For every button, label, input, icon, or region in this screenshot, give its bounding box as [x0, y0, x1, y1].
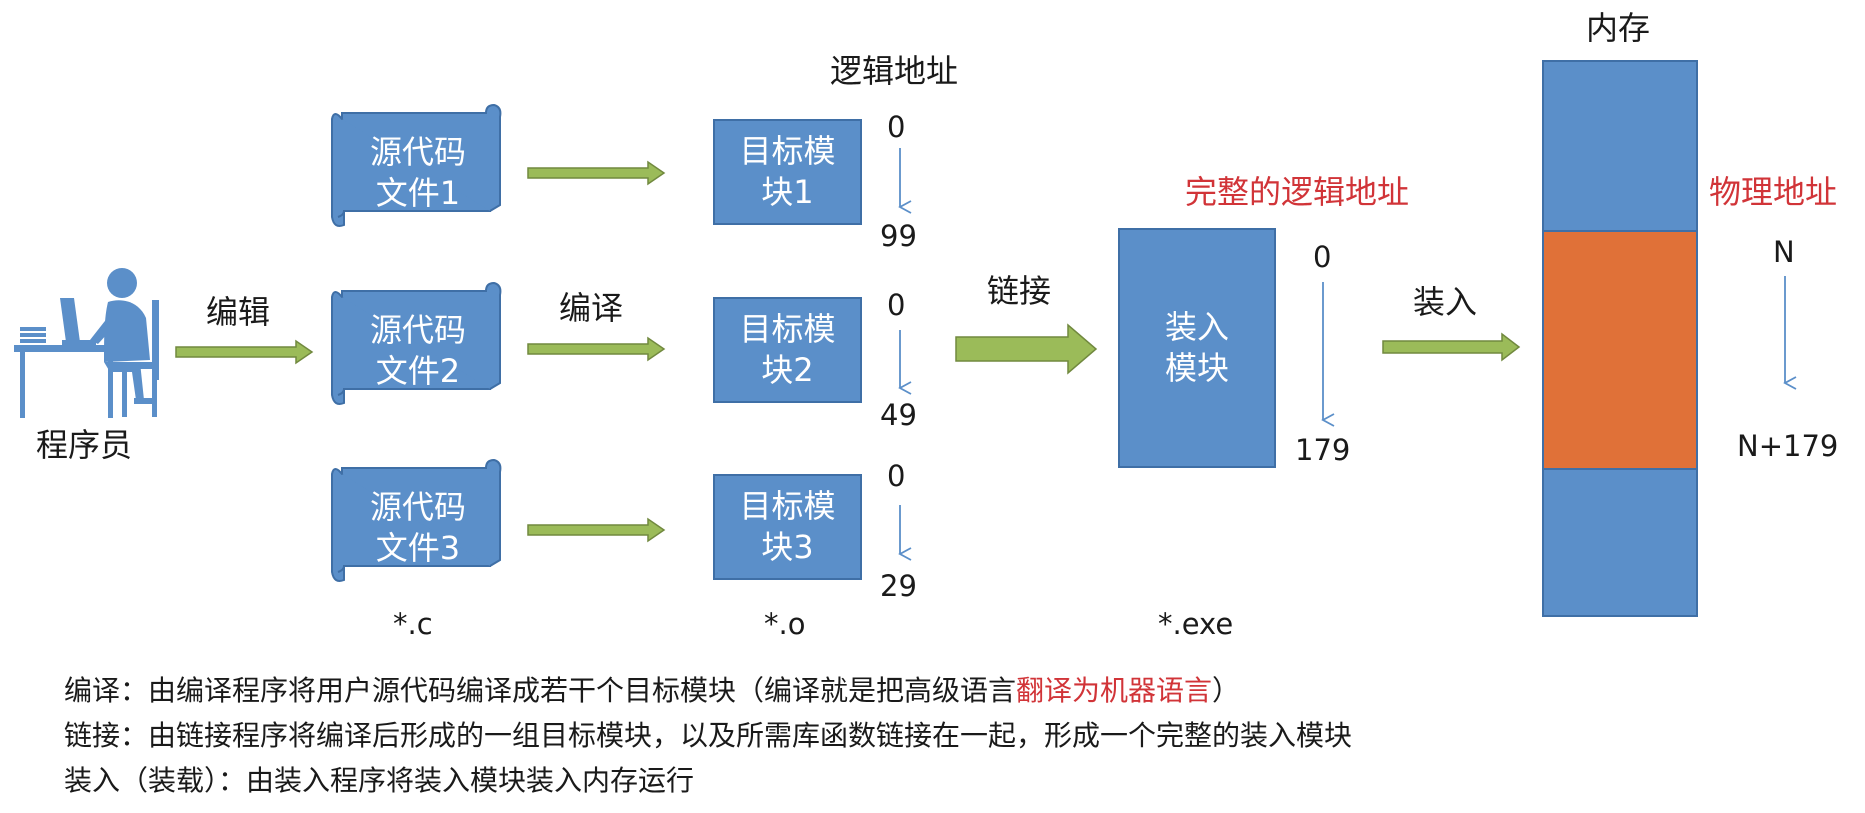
- module-3-start-address: 0: [887, 459, 906, 493]
- link-step-label: 链接: [987, 272, 1052, 310]
- object-module-boxes: [713, 119, 862, 580]
- module-3-end-address: 29: [880, 569, 917, 603]
- module-1-start-address: 0: [887, 110, 906, 144]
- module-1-end-address: 99: [880, 219, 917, 253]
- load-module-end-address: 179: [1295, 433, 1351, 467]
- process-arrows: [175, 160, 1521, 543]
- memory-column: [1542, 60, 1698, 617]
- memory-top-segment: [1542, 60, 1698, 232]
- link-arrow: [955, 323, 1098, 375]
- object-module-box-1: [713, 119, 862, 225]
- source-extension-label: *.c: [393, 607, 433, 641]
- memory-loaded-segment: [1542, 230, 1698, 470]
- load-arrow: [1382, 332, 1521, 362]
- source-file-scroll-3: [331, 458, 502, 582]
- address-range-arrows: [898, 148, 1797, 561]
- physical-end-address: N+179: [1737, 429, 1839, 463]
- compile-step-label: 编译: [559, 289, 624, 327]
- exe-extension-label: *.exe: [1158, 607, 1234, 641]
- physical-address-title: 物理地址: [1709, 173, 1838, 211]
- source-file-scroll-2: [331, 281, 502, 405]
- edit-arrow: [175, 339, 314, 365]
- explanation-notes: 编译：由编译程序将用户源代码编译成若干个目标模块（编译就是把高级语言翻译为机器语…: [64, 668, 1854, 803]
- compile-arrow-1: [527, 160, 666, 186]
- source-file-scroll-1: [331, 103, 502, 227]
- object-module-box-3: [713, 474, 862, 580]
- compile-explanation: 编译：由编译程序将用户源代码编译成若干个目标模块（编译就是把高级语言翻译为机器语…: [64, 674, 1241, 707]
- load-step-label: 装入: [1413, 283, 1478, 321]
- memory-title: 内存: [1586, 9, 1651, 47]
- load-module-box: [1118, 228, 1276, 468]
- load-explanation: 装入（装载）：由装入程序将装入模块装入内存运行: [64, 764, 695, 797]
- physical-start-address: N: [1773, 235, 1795, 269]
- memory-bottom-segment: [1542, 468, 1698, 617]
- source-file-scrolls: [331, 103, 502, 582]
- link-explanation: 链接：由链接程序将编译后形成的一组目标模块，以及所需库函数链接在一起，形成一个完…: [64, 719, 1353, 752]
- logical-address-header: 逻辑地址: [830, 52, 959, 90]
- compile-arrow-3: [527, 517, 666, 543]
- compile-arrow-2: [527, 336, 666, 362]
- programmer-icon: [14, 268, 159, 418]
- programmer-label: 程序员: [36, 426, 133, 464]
- complete-logical-address-title: 完整的逻辑地址: [1185, 173, 1410, 211]
- object-extension-label: *.o: [764, 607, 806, 641]
- object-module-box-2: [713, 297, 862, 403]
- load-module-start-address: 0: [1313, 240, 1332, 274]
- module-2-end-address: 49: [880, 398, 917, 432]
- module-2-start-address: 0: [887, 288, 906, 322]
- edit-step-label: 编辑: [206, 293, 271, 331]
